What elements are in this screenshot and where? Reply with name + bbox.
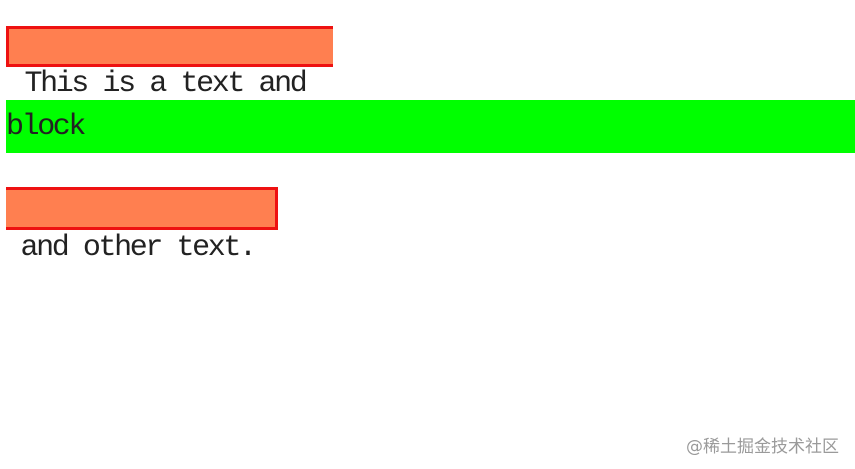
inline-text-fragment-last-line: and other text.	[6, 187, 278, 265]
inline-text-fragment-first-line: This is a text and	[6, 26, 333, 101]
inline-text-line-3: and other text.	[20, 231, 257, 265]
block-text: block	[6, 110, 86, 144]
watermark: @稀土掘金技术社区	[686, 437, 839, 457]
block-element: block	[6, 100, 855, 153]
inline-text-line-1: This is a text and	[24, 67, 308, 101]
